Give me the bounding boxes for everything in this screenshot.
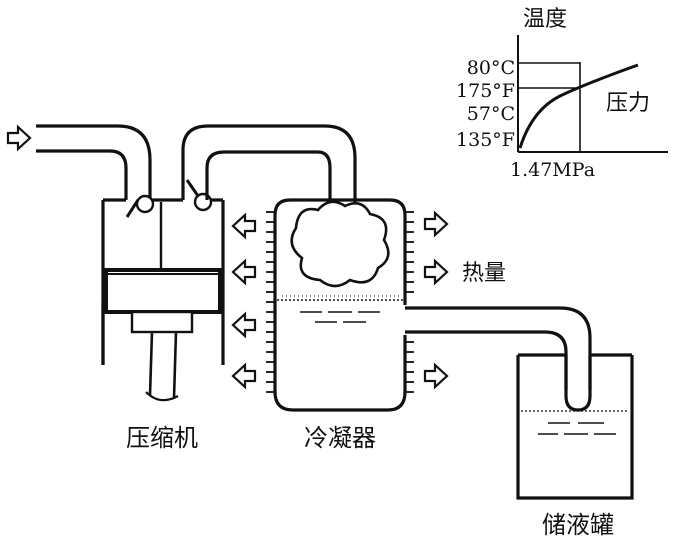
y-tick-80c: 80°C (467, 57, 515, 79)
receiver-label: 储液罐 (542, 511, 614, 539)
inset-graph: 温度 80°C 175°F 57°C 135°F 压力 1.47MPa (456, 7, 668, 181)
receiver-tank (516, 353, 634, 500)
y-tick-135f: 135°F (456, 129, 515, 151)
saturation-curve (518, 63, 639, 149)
heat-arrow-icon (423, 363, 449, 389)
heat-arrow-icon (423, 259, 449, 285)
heat-label: 热量 (462, 261, 506, 286)
x-tick-pressure: 1.47MPa (510, 159, 595, 181)
condenser-label: 冷凝器 (304, 424, 376, 452)
heat-arrow-icon (231, 259, 257, 285)
y-tick-175f: 175°F (456, 80, 515, 102)
compressor-label: 压缩机 (126, 424, 198, 452)
condenser (266, 198, 414, 412)
graph-y-axis-title: 温度 (523, 7, 567, 32)
liquid-line (405, 306, 592, 390)
heat-arrow-icon (231, 213, 257, 239)
compressor (101, 179, 225, 402)
heat-arrow-icon (231, 312, 257, 338)
heat-arrow-icon (231, 363, 257, 389)
heat-arrow-icon (423, 211, 449, 237)
vapor-cloud (290, 200, 390, 288)
discharge-pipe (181, 124, 357, 210)
suction-pipe (36, 124, 152, 200)
graph-x-axis-title: 压力 (606, 91, 650, 116)
inlet-arrow-icon (6, 125, 32, 151)
y-tick-57c: 57°C (467, 103, 515, 125)
